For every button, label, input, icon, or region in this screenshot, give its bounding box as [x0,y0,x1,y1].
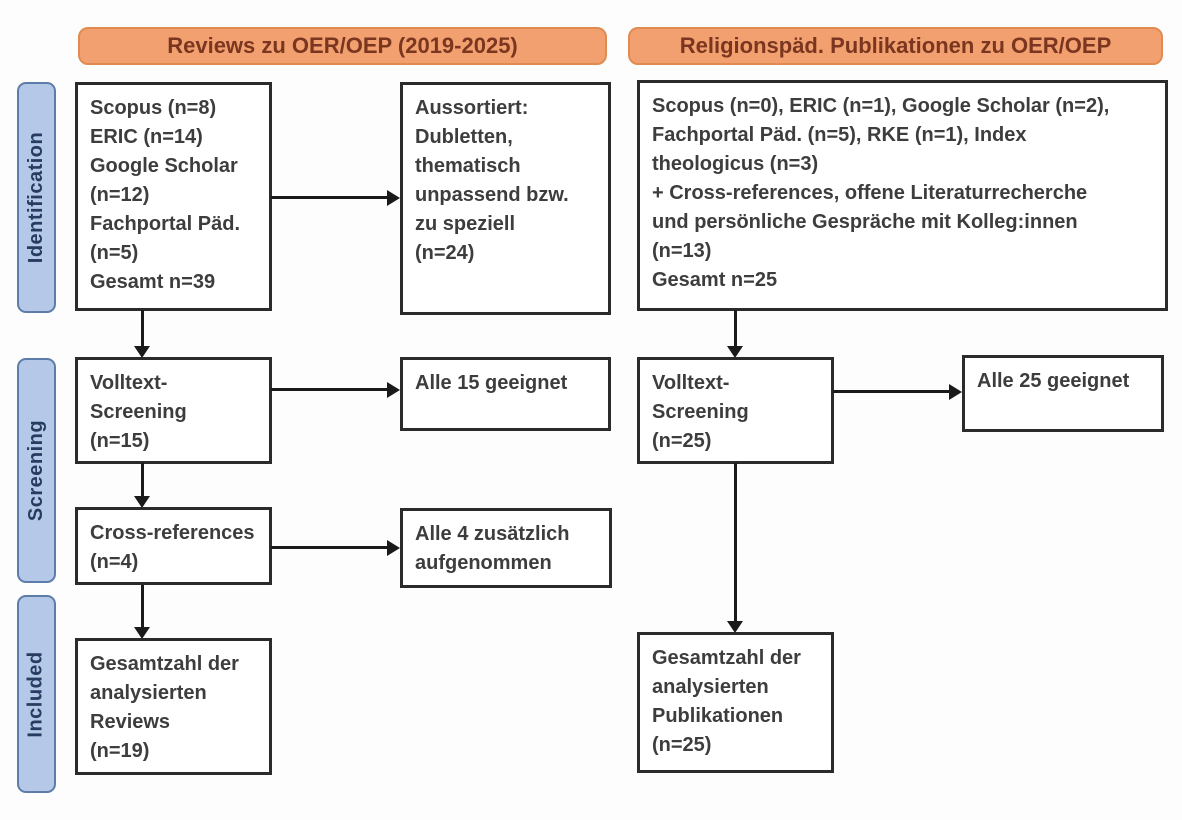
arrow-left-fulltext-to-result-head [387,382,400,398]
box-right-sources: Scopus (n=0), ERIC (n=1), Google Scholar… [637,80,1168,311]
arrow-left-fulltext-to-crossref-head [134,496,150,508]
arrow-left-sources-to-fulltext-line [141,310,144,346]
column-header-reviews: Reviews zu OER/OEP (2019-2025) [78,27,607,65]
box-left-fulltext-result: Alle 15 geeignet [400,357,611,431]
box-left-fulltext-screening: Volltext- Screening (n=15) [75,357,272,464]
arrow-left-fulltext-to-result-line [271,388,387,391]
stage-label-identification: Identification [17,82,56,313]
arrow-left-crossref-to-result-head [387,540,400,556]
box-right-fulltext-screening: Volltext- Screening (n=25) [637,357,834,464]
box-left-sources: Scopus (n=8) ERIC (n=14) Google Scholar … [75,82,272,311]
stage-label-included: Included [17,595,56,793]
box-left-excluded: Aussortiert: Dubletten, thematisch unpas… [400,82,611,315]
arrow-left-crossref-to-included-line [141,585,144,627]
box-left-crossreferences: Cross-references (n=4) [75,507,272,585]
stage-label-identification-text: Identification [25,131,48,264]
arrow-right-fulltext-to-included-line [734,463,737,621]
column-header-religionspaed: Religionspäd. Publikationen zu OER/OEP [628,27,1163,65]
arrow-left-crossref-to-result-line [271,546,387,549]
arrow-right-sources-to-fulltext-head [727,346,743,358]
arrow-right-sources-to-fulltext-line [734,310,737,346]
column-header-reviews-label: Reviews zu OER/OEP (2019-2025) [167,33,518,58]
box-right-fulltext-result: Alle 25 geeignet [962,355,1164,432]
arrow-left-sources-to-excluded-line [271,196,387,199]
arrow-left-fulltext-to-crossref-line [141,463,144,496]
arrow-right-fulltext-to-result-head [949,384,962,400]
stage-label-included-text: Included [25,650,48,738]
arrow-left-sources-to-fulltext-head [134,346,150,358]
box-right-included-total: Gesamtzahl der analysierten Publikatione… [637,632,834,773]
arrow-left-sources-to-excluded-head [387,190,400,206]
arrow-right-fulltext-to-included-head [727,621,743,633]
box-left-crossreferences-result: Alle 4 zusätzlich aufgenommen [400,508,612,588]
box-left-included-total: Gesamtzahl der analysierten Reviews (n=1… [75,638,272,775]
arrow-right-fulltext-to-result-line [833,390,949,393]
arrow-left-crossref-to-included-head [134,627,150,639]
stage-label-screening: Screening [17,358,56,583]
column-header-religionspaed-label: Religionspäd. Publikationen zu OER/OEP [679,33,1112,58]
stage-label-screening-text: Screening [25,419,48,522]
